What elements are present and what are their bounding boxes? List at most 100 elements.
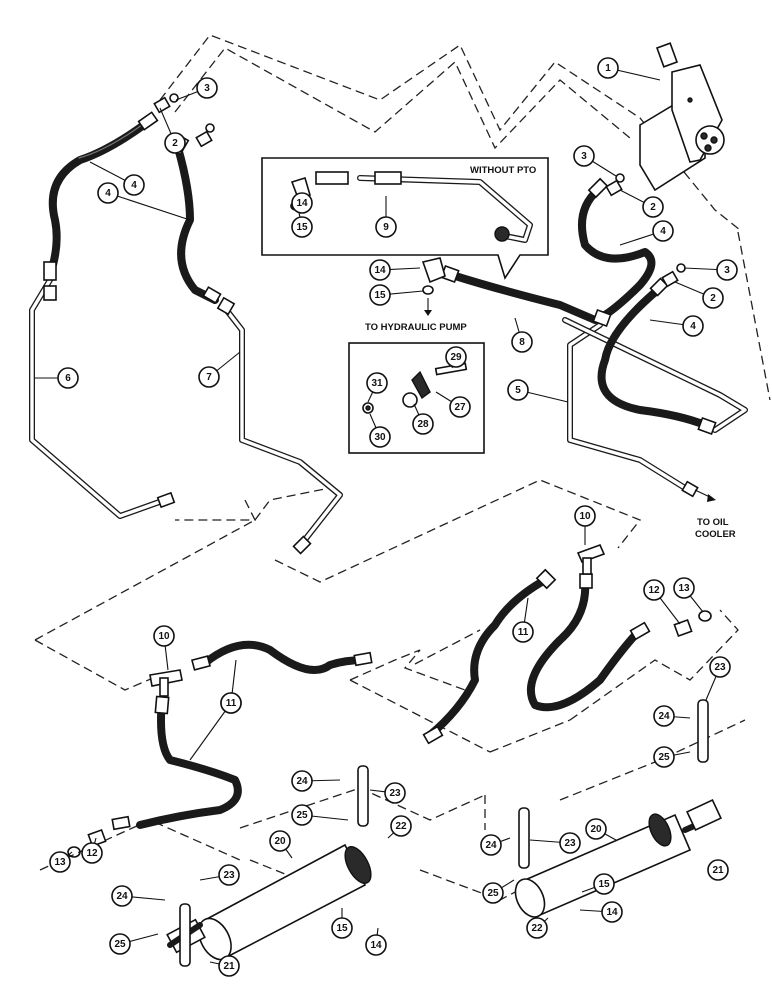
callout-label: 14 bbox=[370, 940, 382, 951]
callout-label: 24 bbox=[485, 840, 497, 851]
elbow-14-pump bbox=[421, 257, 446, 295]
callout-label: 29 bbox=[450, 352, 462, 363]
callout-circle bbox=[218, 864, 240, 886]
callout-label: 13 bbox=[54, 857, 66, 868]
callout-circle bbox=[559, 832, 581, 854]
leader-c4b bbox=[107, 192, 191, 221]
without-pto-inset bbox=[261, 157, 549, 280]
hydraulic-cylinder-20-left bbox=[166, 843, 372, 961]
hose-11-right bbox=[426, 576, 549, 739]
callout-circle bbox=[291, 770, 313, 792]
callout-c21a: 21 bbox=[218, 955, 240, 977]
fittings bbox=[43, 111, 717, 831]
callout-label: 4 bbox=[690, 321, 696, 332]
callout-circle bbox=[585, 818, 607, 840]
callout-c24d: 24 bbox=[653, 705, 675, 727]
callout-circle bbox=[390, 815, 412, 837]
hydraulic-pump-arrow bbox=[424, 298, 432, 316]
callout-label: 25 bbox=[296, 810, 308, 821]
callout-label: 13 bbox=[678, 583, 690, 594]
callout-c14b: 14 bbox=[369, 259, 391, 281]
callout-circle bbox=[153, 625, 175, 647]
callout-circle bbox=[574, 505, 596, 527]
adapter-12-left bbox=[87, 828, 107, 848]
callout-label: 22 bbox=[395, 821, 407, 832]
callout-circle bbox=[369, 284, 391, 306]
callout-c23d: 23 bbox=[709, 656, 731, 678]
callout-label: 5 bbox=[515, 385, 521, 396]
callout-label: 1 bbox=[605, 63, 611, 74]
callout-c1: 1 bbox=[597, 57, 619, 79]
callout-label: 25 bbox=[658, 752, 670, 763]
callout-label: 8 bbox=[519, 337, 525, 348]
callout-circle bbox=[384, 782, 406, 804]
callout-circle bbox=[365, 934, 387, 956]
callout-circle bbox=[512, 621, 534, 643]
callout-label: 27 bbox=[454, 402, 466, 413]
callout-label: 23 bbox=[564, 838, 576, 849]
callout-c3a: 3 bbox=[196, 77, 218, 99]
callout-c3b: 3 bbox=[573, 145, 595, 167]
callout-c7: 7 bbox=[198, 366, 220, 388]
callout-c25d: 25 bbox=[653, 746, 675, 768]
callout-c13a: 13 bbox=[49, 851, 71, 873]
callout-c23a: 23 bbox=[384, 782, 406, 804]
to-hydraulic-pump-note: TO HYDRAULIC PUMP bbox=[365, 322, 467, 333]
o-ring-13-right bbox=[698, 610, 712, 622]
callout-label: 3 bbox=[581, 151, 587, 162]
callout-label: 15 bbox=[296, 222, 308, 233]
callout-label: 6 bbox=[65, 373, 71, 384]
callout-label: 14 bbox=[296, 198, 308, 209]
callout-c25c: 25 bbox=[482, 882, 504, 904]
callout-circle bbox=[198, 366, 220, 388]
callout-label: 12 bbox=[86, 848, 98, 859]
callout-c14d: 14 bbox=[601, 901, 623, 923]
tube-right-return bbox=[562, 317, 748, 433]
callout-c4a: 4 bbox=[123, 174, 145, 196]
callout-c20b: 20 bbox=[585, 818, 607, 840]
callout-label: 31 bbox=[371, 378, 383, 389]
callout-label: 9 bbox=[383, 222, 389, 233]
callout-circle bbox=[526, 917, 548, 939]
callout-label: 20 bbox=[590, 824, 602, 835]
callout-c5: 5 bbox=[507, 379, 529, 401]
callout-circle bbox=[123, 174, 145, 196]
callout-circle bbox=[682, 315, 704, 337]
hose-8 bbox=[448, 271, 599, 324]
callout-c4d: 4 bbox=[682, 315, 704, 337]
hose-11-left-bottom bbox=[136, 696, 242, 829]
leader-c11c bbox=[189, 702, 232, 761]
callout-label: 14 bbox=[374, 265, 386, 276]
callout-c25b: 25 bbox=[109, 933, 131, 955]
callout-c14a: 14 bbox=[291, 192, 313, 214]
callout-circle bbox=[511, 331, 533, 353]
callout-c3c: 3 bbox=[716, 259, 738, 281]
callout-c24c: 24 bbox=[480, 834, 502, 856]
without-pto-note: WITHOUT PTO bbox=[470, 165, 536, 176]
callout-circle bbox=[369, 259, 391, 281]
callout-label: 23 bbox=[223, 870, 235, 881]
callout-circle bbox=[480, 834, 502, 856]
adapter-12-right bbox=[673, 618, 693, 638]
callout-circle bbox=[291, 216, 313, 238]
callout-circle bbox=[220, 692, 242, 714]
callout-c24a: 24 bbox=[291, 770, 313, 792]
callout-circle bbox=[291, 192, 313, 214]
callout-label: 25 bbox=[114, 939, 126, 950]
callout-c4b: 4 bbox=[97, 182, 119, 204]
callout-c24b: 24 bbox=[111, 885, 133, 907]
callout-label: 23 bbox=[714, 662, 726, 673]
callout-c12a: 12 bbox=[81, 842, 103, 864]
callout-label: 21 bbox=[712, 865, 724, 876]
callout-label: 15 bbox=[598, 879, 610, 890]
callout-circle bbox=[291, 804, 313, 826]
callout-circle bbox=[707, 859, 729, 881]
tee-fitting-10-left bbox=[149, 669, 183, 697]
callout-circle bbox=[57, 367, 79, 389]
callout-c25a: 25 bbox=[291, 804, 313, 826]
callout-c11c: 11 bbox=[220, 692, 242, 714]
callout-circle bbox=[97, 182, 119, 204]
callout-circle bbox=[642, 196, 664, 218]
callout-label: 10 bbox=[158, 631, 170, 642]
